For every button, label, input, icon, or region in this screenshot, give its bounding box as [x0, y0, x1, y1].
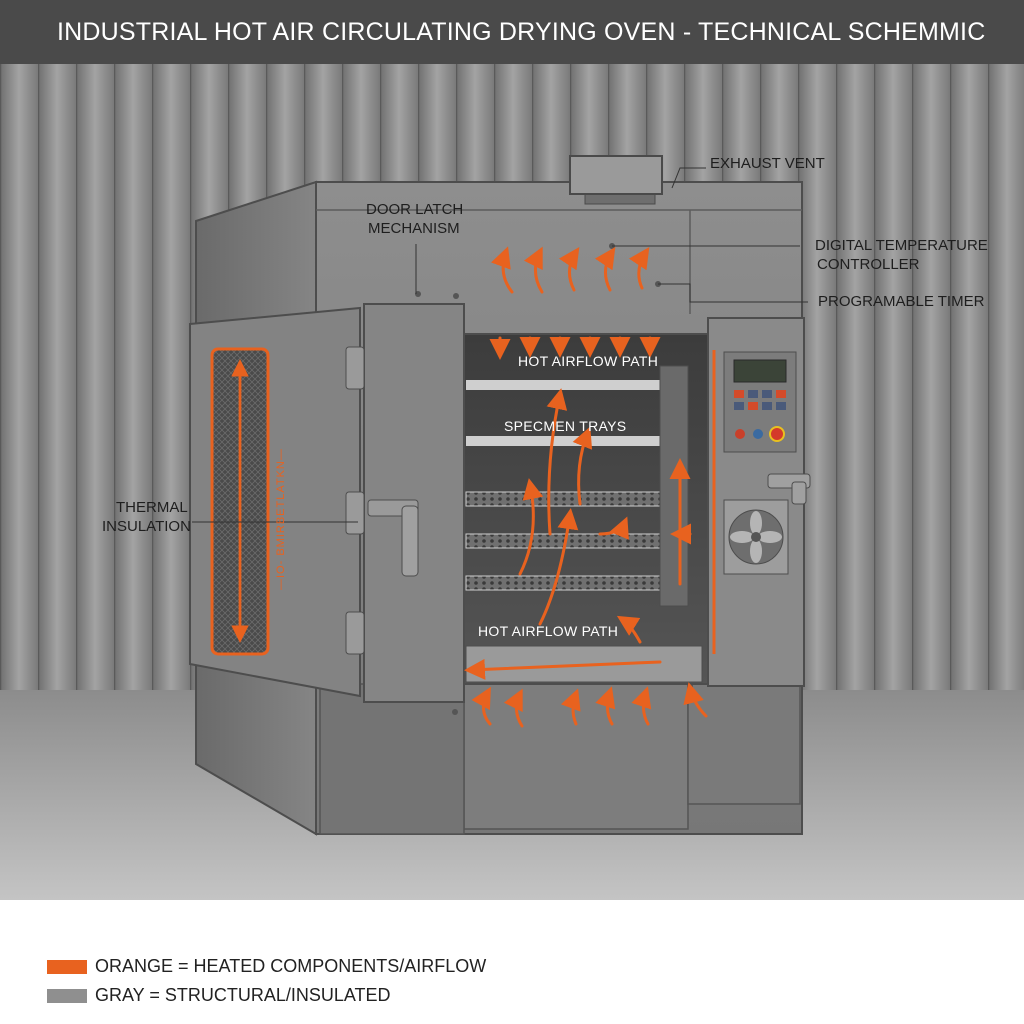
- legend-item-structural: GRAY = STRUCTURAL/INSULATED: [47, 985, 391, 1006]
- thermal-insulation-label-line2: INSULATION: [102, 518, 191, 535]
- timer-label: PROGRAMABLE TIMER: [818, 293, 985, 310]
- thermal-insulation-label-line1: THERMAL: [116, 499, 188, 516]
- airflow-arrows: [464, 246, 708, 728]
- exhaust-vent-label: EXHAUST VENT: [710, 155, 825, 172]
- specimen-tray: [466, 380, 662, 390]
- temperature-display: [733, 359, 787, 383]
- specimen-trays-label: SPECMEN TRAYS: [504, 418, 627, 434]
- insulation-vertical-label: —IO- BMIRBETLATKN—: [275, 448, 287, 590]
- legend-swatch-orange: [47, 959, 87, 974]
- specimen-tray: [465, 575, 663, 591]
- hot-airflow-bottom-label: HOT AIRFLOW PATH: [478, 623, 619, 639]
- callout-lines: [192, 167, 808, 523]
- door-latch-handle: [401, 505, 419, 577]
- exhaust-vent: [569, 155, 663, 195]
- specimen-tray: [465, 491, 663, 507]
- door-latch-label-line1: DOOR LATCH: [366, 201, 464, 218]
- specimen-tray: [466, 436, 662, 446]
- legend-text-heated: ORANGE = HEATED COMPONENTS/AIRFLOW: [95, 956, 487, 976]
- door-latch-label-line2: MECHANISM: [368, 220, 460, 237]
- legend-text-structural: GRAY = STRUCTURAL/INSULATED: [95, 985, 391, 1005]
- digital-temperature-label-line1: DIGITAL TEMPERATURE: [815, 237, 988, 254]
- drying-chamber: [463, 333, 709, 685]
- digital-temperature-label-line2: CONTROLLER: [817, 256, 920, 273]
- insulation-panel: [189, 306, 361, 698]
- control-panel: [707, 317, 811, 687]
- hot-airflow-top-label: HOT AIRFLOW PATH: [518, 353, 659, 369]
- oven-door: [345, 303, 465, 703]
- diagram-title: INDUSTRIAL HOT AIR CIRCULATING DRYING OV…: [57, 17, 986, 46]
- legend: ORANGE = HEATED COMPONENTS/AIRFLOW GRAY …: [0, 900, 1024, 1024]
- legend-item-heated: ORANGE = HEATED COMPONENTS/AIRFLOW: [47, 956, 486, 977]
- diagram-scene: EXHAUST VENT DOOR LATCH MECHANISM DIGITA…: [0, 64, 1024, 900]
- title-bar: INDUSTRIAL HOT AIR CIRCULATING DRYING OV…: [0, 0, 1024, 64]
- oven-illustration: [0, 64, 1024, 900]
- legend-swatch-gray: [47, 988, 87, 1003]
